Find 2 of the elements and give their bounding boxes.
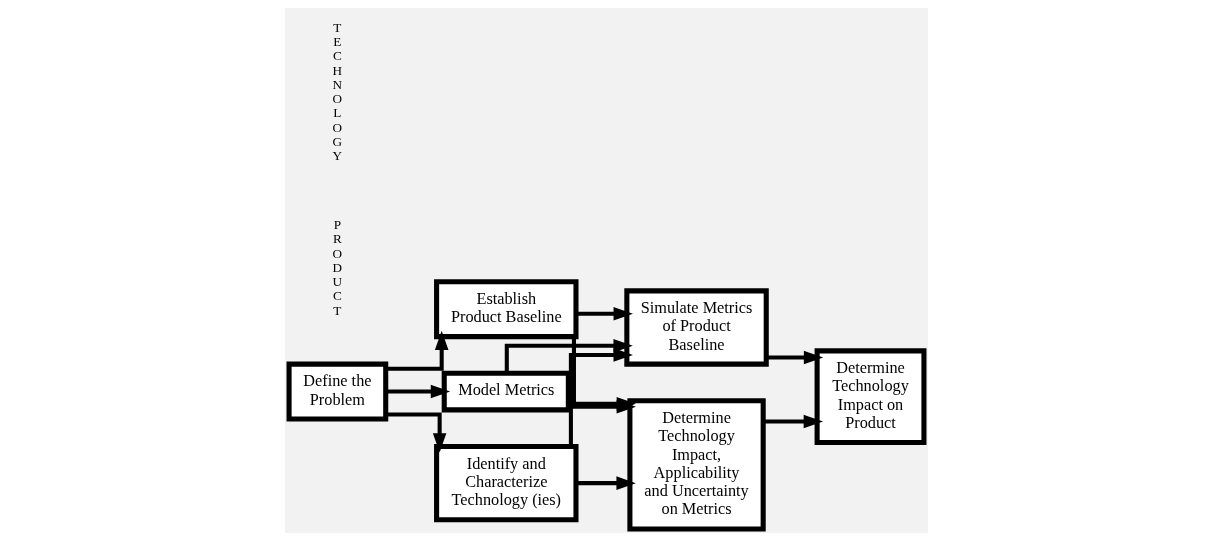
label: PRODUCT bbox=[332, 217, 343, 318]
label: TECHNOLOGY bbox=[332, 19, 343, 164]
